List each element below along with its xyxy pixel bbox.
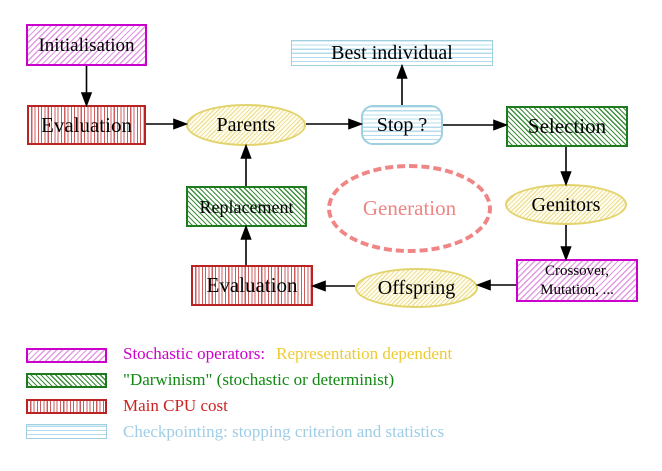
node-offspring-label: Offspring [377,277,456,299]
node-evaluation-top-label: Evaluation [41,112,132,137]
arrowhead-stop-to-best-individual [396,63,408,79]
node-evaluation-bottom: Evaluation [191,265,313,306]
node-crossover-line2: Mutation, ... [540,281,614,298]
node-parents-label: Parents [216,114,276,136]
arrowhead-evaluation-to-replacement [240,224,252,240]
node-evaluation-top: Evaluation [27,105,146,145]
node-crossover-line1: Crossover, [545,262,609,279]
legend-label-checkpointing: Checkpointing: stopping criterion and st… [123,422,445,441]
node-best-individual: Best individual [291,40,493,66]
arrowhead-stop-to-selection [493,119,509,131]
arrowhead-evaluation-to-parents [173,118,189,130]
node-replacement: Replacement [186,186,307,227]
generation-loop-ellipse: Generation [327,164,492,253]
arrowhead-replacement-to-parents [240,143,252,159]
node-stop-label: Stop ? [376,114,428,136]
arrowhead-initialisation-to-evaluation [80,92,93,108]
node-initialisation-label: Initialisation [38,34,135,56]
node-initialisation: Initialisation [26,24,147,66]
arrowhead-crossover-to-offspring [475,279,491,291]
generation-label: Generation [362,196,457,220]
legend-label-cpu-cost: Main CPU cost [123,396,228,415]
legend-label-darwinism: "Darwinism" (stochastic or determinist) [123,370,395,389]
legend-swatch-cpu-cost [26,399,107,414]
legend-swatch-checkpointing [26,424,107,439]
node-crossover-mutation: Crossover, Mutation, ... [516,259,638,302]
arrowhead-selection-to-genitors [560,171,572,187]
node-evaluation-bottom-label: Evaluation [206,273,298,297]
arrowhead-offspring-to-evaluation [310,280,326,292]
node-replacement-label: Replacement [199,196,294,217]
node-genitors: Genitors [505,184,627,225]
legend-label-stochastic-operators-primary: Stochastic operators: [123,344,266,363]
node-stop: Stop ? [361,105,443,145]
legend-label-stochastic-operators: Stochastic operators: Representation depe… [123,344,452,364]
node-parents: Parents [186,104,306,146]
node-offspring: Offspring [355,268,478,308]
legend-label-representation-dependent: Representation dependent [276,344,453,363]
node-genitors-label: Genitors [531,193,601,216]
legend-swatch-darwinism [26,373,107,388]
node-best-individual-label: Best individual [331,42,453,64]
arrowhead-genitors-to-crossover [560,246,572,262]
node-selection-label: Selection [527,114,607,138]
arrowhead-parents-to-stop [348,118,364,130]
legend-swatch-stochastic-operators [26,348,107,363]
node-selection: Selection [506,106,628,147]
